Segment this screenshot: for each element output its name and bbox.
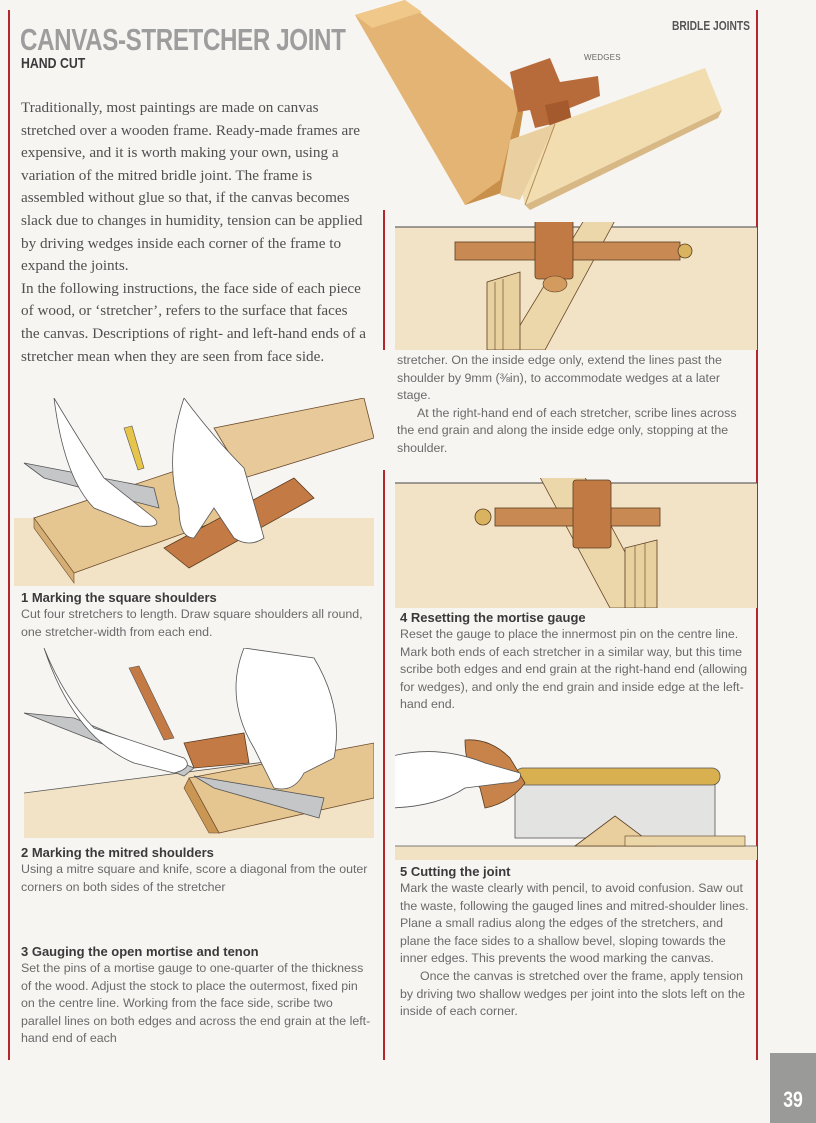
left-margin-rule (8, 10, 10, 1060)
step-5: 5 Cutting the joint Mark the waste clear… (400, 863, 755, 1021)
page-number: 39 (783, 1087, 803, 1112)
step-4-heading: 4 Resetting the mortise gauge (400, 610, 586, 625)
step-3: 3 Gauging the open mortise and tenon Set… (21, 943, 371, 1048)
step-4: 4 Resetting the mortise gauge Reset the … (400, 609, 750, 714)
mitred-joint-photo (355, 0, 722, 210)
marking-square-shoulders-illustration (14, 398, 374, 586)
step-5-body-2: Once the canvas is stretched over the fr… (400, 968, 746, 1019)
intro-paragraph-1: Traditionally, most paintings are made o… (21, 99, 363, 275)
step-3-continued-text-2: At the right-hand end of each stretcher,… (397, 405, 737, 455)
step-5-body: Mark the waste clearly with pencil, to a… (400, 881, 749, 966)
sawing-illustration (395, 739, 757, 860)
wedges-label: WEDGES (584, 53, 621, 62)
right-margin-rule (756, 10, 758, 1060)
step-1: 1 Marking the square shoulders Cut four … (21, 589, 371, 641)
section-header: BRIDLE JOINTS (672, 19, 751, 33)
mortise-gauge-illustration-2 (395, 478, 757, 608)
step-3-continued-text: stretcher. On the inside edge only, exte… (397, 353, 722, 403)
intro-text: Traditionally, most paintings are made o… (21, 97, 366, 368)
mortise-gauge-illustration-1 (395, 222, 757, 350)
step-2-body: Using a mitre square and knife, score a … (21, 862, 368, 894)
step-5-heading: 5 Cutting the joint (400, 864, 511, 879)
page-title: CANVAS-STRETCHER JOINT (20, 22, 346, 57)
center-rule-top (383, 210, 385, 350)
step-1-body: Cut four stretchers to length. Draw squa… (21, 607, 363, 639)
step-4-body: Reset the gauge to place the innermost p… (400, 627, 748, 712)
intro-paragraph-2: In the following instructions, the face … (21, 279, 366, 365)
marking-mitred-shoulders-illustration (23, 648, 374, 838)
step-3-continued: stretcher. On the inside edge only, exte… (397, 352, 757, 458)
step-2: 2 Marking the mitred shoulders Using a m… (21, 844, 371, 896)
step-1-heading: 1 Marking the square shoulders (21, 590, 217, 605)
page-number-tab: 39 (770, 1053, 816, 1123)
center-rule-bottom (383, 470, 385, 1060)
step-3-heading: 3 Gauging the open mortise and tenon (21, 944, 259, 959)
step-2-heading: 2 Marking the mitred shoulders (21, 845, 214, 860)
step-3-body: Set the pins of a mortise gauge to one-q… (21, 961, 371, 1046)
page-subtitle: HAND CUT (21, 55, 86, 72)
